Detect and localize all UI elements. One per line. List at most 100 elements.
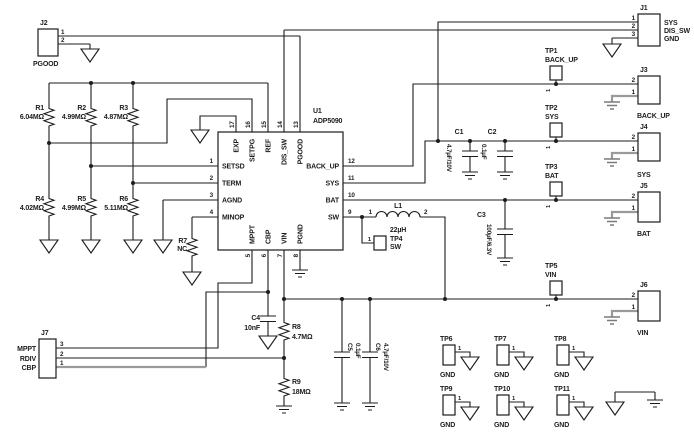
capacitor-ref: C3 xyxy=(477,212,486,219)
connector-j4: J4 2 1 SYS xyxy=(632,124,661,179)
inductor-pin-number: 1 xyxy=(369,209,373,216)
testpoint-ref: TP10 xyxy=(494,386,510,393)
testpoint-tp8: TP8 1 GND xyxy=(554,336,576,379)
ic-pin-number: 6 xyxy=(261,253,268,257)
testpoint-pin-number: 1 xyxy=(572,396,576,402)
gnd-triangle-icon xyxy=(190,129,210,144)
testpoint-pin-number: 1 xyxy=(458,346,462,352)
gnd-triangle-icon xyxy=(574,406,594,421)
capacitor-ref: C2 xyxy=(488,129,497,136)
testpoint-net-label: GND xyxy=(494,372,509,379)
ic-pin-name: PGND xyxy=(298,224,305,244)
connector-pin-number: 2 xyxy=(61,37,65,44)
ic-pin-number: 5 xyxy=(245,253,252,257)
ic-body xyxy=(217,131,344,251)
ic-pin-name: MINOP xyxy=(222,215,245,222)
connector-ref: J3 xyxy=(640,67,648,74)
resistor-ref: R5 xyxy=(77,196,86,203)
connector-pin-number: 2 xyxy=(632,193,636,200)
testpoint-pin-number: 1 xyxy=(546,204,552,208)
ic-pin-name: EXP xyxy=(234,139,241,153)
testpoint-pin-number: 1 xyxy=(512,346,516,352)
capacitor-value: 4.7µF/10V xyxy=(382,343,389,372)
resistor-ref: R7 xyxy=(178,238,187,245)
resistor-ref: R6 xyxy=(119,196,128,203)
inductor-ref: L1 xyxy=(394,203,402,210)
ic-pin-name: DIS_SW xyxy=(282,138,289,164)
gnd-triangle-icon xyxy=(605,401,625,416)
connector-net-label: BAT xyxy=(637,231,651,238)
connector-net-label: VIN xyxy=(637,330,648,337)
gnd-triangle-icon xyxy=(80,48,100,63)
resistor-value: 4.99MΩ xyxy=(62,114,87,121)
ic-pin-number: 2 xyxy=(210,175,214,182)
capacitor-ref: C1 xyxy=(455,129,464,136)
testpoint-pin-number: 1 xyxy=(572,346,576,352)
ic-pin-name: SW xyxy=(328,215,340,222)
connector-pin-number: 1 xyxy=(632,146,636,153)
resistor-value: 4.7MΩ xyxy=(292,334,313,341)
testpoint-tp11: TP11 1 GND xyxy=(554,386,576,429)
gnd-triangle-icon xyxy=(123,239,143,254)
gnd-triangle-icon xyxy=(39,239,59,254)
gray-wires xyxy=(56,94,638,369)
testpoint-tp7: TP7 1 GND xyxy=(494,336,516,379)
connector-net-label: DIS_SW xyxy=(664,28,690,35)
connector-ref: J2 xyxy=(40,20,48,27)
testpoint-tp6: TP6 1 GND xyxy=(440,336,462,379)
resistor-ref: R1 xyxy=(35,105,44,112)
connector-ref: J7 xyxy=(41,330,49,337)
connector-pin-number: 3 xyxy=(632,31,636,38)
ic-pin-name: CBP xyxy=(266,229,273,244)
connector-j7: J7 3 2 1 MPPT RDIV CBP xyxy=(17,330,64,379)
testpoint-tp9: TP9 1 GND xyxy=(440,386,462,429)
connector-ref: J5 xyxy=(640,183,648,190)
capacitor-ref: C6 xyxy=(374,343,381,351)
connector-ref: J4 xyxy=(640,124,648,131)
testpoint-tp2: TP2 SYS 1 xyxy=(545,105,563,149)
capacitor-value: 10nF xyxy=(244,325,261,332)
testpoint-net-label: GND xyxy=(440,372,455,379)
gnd-earth-icon xyxy=(361,402,379,411)
ic-pin-number: 12 xyxy=(348,158,355,165)
gnd-triangle-icon xyxy=(602,43,622,58)
connector-pin-number: 3 xyxy=(60,341,64,348)
testpoint-net-label: GND xyxy=(440,422,455,429)
connector-pin-number: 1 xyxy=(61,29,65,36)
gnd-earth-icon xyxy=(603,316,621,325)
connector-pin-number: 1 xyxy=(632,89,636,96)
connector-net-label: PGOOD xyxy=(33,61,58,68)
ic-pin-number: 1 xyxy=(210,158,214,165)
connector-pin-number: 2 xyxy=(632,292,636,299)
connector-pin-number: 2 xyxy=(60,351,64,358)
testpoint-pin-number: 1 xyxy=(368,237,372,243)
connector-net-label: SYS xyxy=(637,172,651,179)
connector-net-label: GND xyxy=(664,36,679,43)
testpoint-pin-number: 1 xyxy=(546,88,552,92)
testpoint-tp10: TP10 1 GND xyxy=(494,386,516,429)
connector-j6: J6 2 1 VIN xyxy=(632,282,661,337)
resistor-ref: R4 xyxy=(35,196,44,203)
resistor-value: 4.02MΩ xyxy=(20,205,45,212)
ic-u1: U1 ADP5090 17 16 15 14 13 EXP SETPG REF … xyxy=(210,108,356,257)
ic-pin-name: SETSD xyxy=(222,164,245,171)
ic-part-number: ADP5090 xyxy=(313,118,343,125)
testpoint-ref: TP1 xyxy=(545,48,558,55)
capacitor-ref: C5 xyxy=(346,343,353,351)
resistor-ref: R3 xyxy=(119,105,128,112)
gnd-earth-icon xyxy=(496,257,514,266)
testpoint-ref: TP3 xyxy=(545,164,558,171)
testpoint-tp5: TP5 VIN 1 xyxy=(545,263,563,307)
testpoint-tp1: TP1 BACK_UP 1 xyxy=(545,48,578,92)
ic-pin-name: AGND xyxy=(222,198,242,205)
testpoint-net-label: SW xyxy=(390,244,402,251)
gnd-triangle-icon xyxy=(81,239,101,254)
ic-pin-name: MPPT xyxy=(250,224,257,244)
junction-dots xyxy=(47,81,558,360)
ic-pin-name: SYS xyxy=(325,181,339,188)
gnd-triangle-icon xyxy=(460,406,480,421)
testpoint-net-label: BACK_UP xyxy=(545,57,578,64)
gnd-triangle-icon xyxy=(514,356,534,371)
inductor-value: 22µH xyxy=(390,227,406,234)
